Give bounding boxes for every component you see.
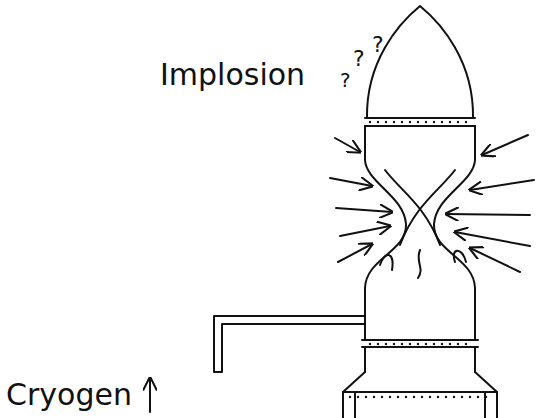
lower-stage	[343, 392, 497, 418]
crumple	[380, 250, 466, 278]
seam	[365, 118, 475, 126]
lower-stage	[343, 372, 497, 418]
pressure-arrow	[330, 135, 534, 272]
implosion-label: Implosion	[160, 60, 305, 90]
question-mark: ?	[372, 34, 384, 56]
tank-wall	[434, 126, 475, 340]
tank-wall	[365, 347, 475, 372]
cryogen-pipe	[214, 316, 365, 372]
question-mark: ?	[340, 70, 351, 90]
nose-cone	[367, 6, 473, 118]
tank-wall	[365, 126, 406, 340]
crumple	[385, 170, 455, 245]
rivets	[349, 121, 487, 398]
seam	[362, 340, 478, 347]
flow-arrow	[149, 378, 151, 412]
question-mark: ?	[353, 48, 365, 70]
cryogen-label: Cryogen	[6, 380, 132, 410]
